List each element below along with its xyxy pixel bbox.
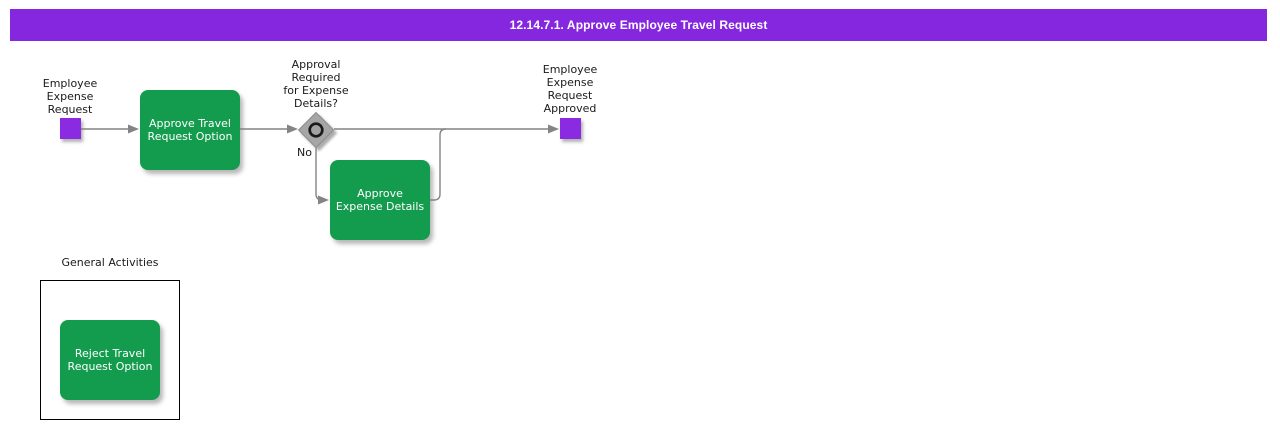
general-activities-group-box xyxy=(40,280,180,420)
start-event-label: Employee Expense Request xyxy=(42,77,98,116)
task-approve-travel-label: Approve Travel Request Option xyxy=(147,116,233,144)
arrowhead-into-end-event xyxy=(548,124,559,134)
arrowhead-into-gateway xyxy=(287,124,298,134)
task-approve-expense-label: Approve Expense Details xyxy=(335,186,425,214)
task-reject-travel-label: Reject Travel Request Option xyxy=(67,346,153,374)
end-event-label: Employee Expense Request Approved xyxy=(542,63,598,115)
start-event-square xyxy=(60,118,81,139)
arrowhead-into-approve-travel xyxy=(128,124,139,134)
gateway-circle-icon xyxy=(308,122,324,138)
connector-gateway-to-approve-expense xyxy=(315,148,323,201)
task-approve-expense-details[interactable]: Approve Expense Details xyxy=(330,160,430,240)
end-event-square xyxy=(560,118,581,139)
connector-approve-expense-return xyxy=(430,128,447,201)
general-activities-label: General Activities xyxy=(61,256,159,269)
gateway-branch-label-no: No xyxy=(297,146,312,159)
gateway-diamond xyxy=(297,111,335,149)
gateway-question-label: Approval Required for Expense Details? xyxy=(283,58,349,110)
task-approve-travel-request-option[interactable]: Approve Travel Request Option xyxy=(140,90,240,170)
arrowhead-into-approve-expense xyxy=(318,195,329,205)
diagram-title-bar: 12.14.7.1. Approve Employee Travel Reque… xyxy=(10,9,1267,41)
diagram-title: 12.14.7.1. Approve Employee Travel Reque… xyxy=(509,18,768,32)
task-reject-travel-request-option[interactable]: Reject Travel Request Option xyxy=(60,320,160,400)
